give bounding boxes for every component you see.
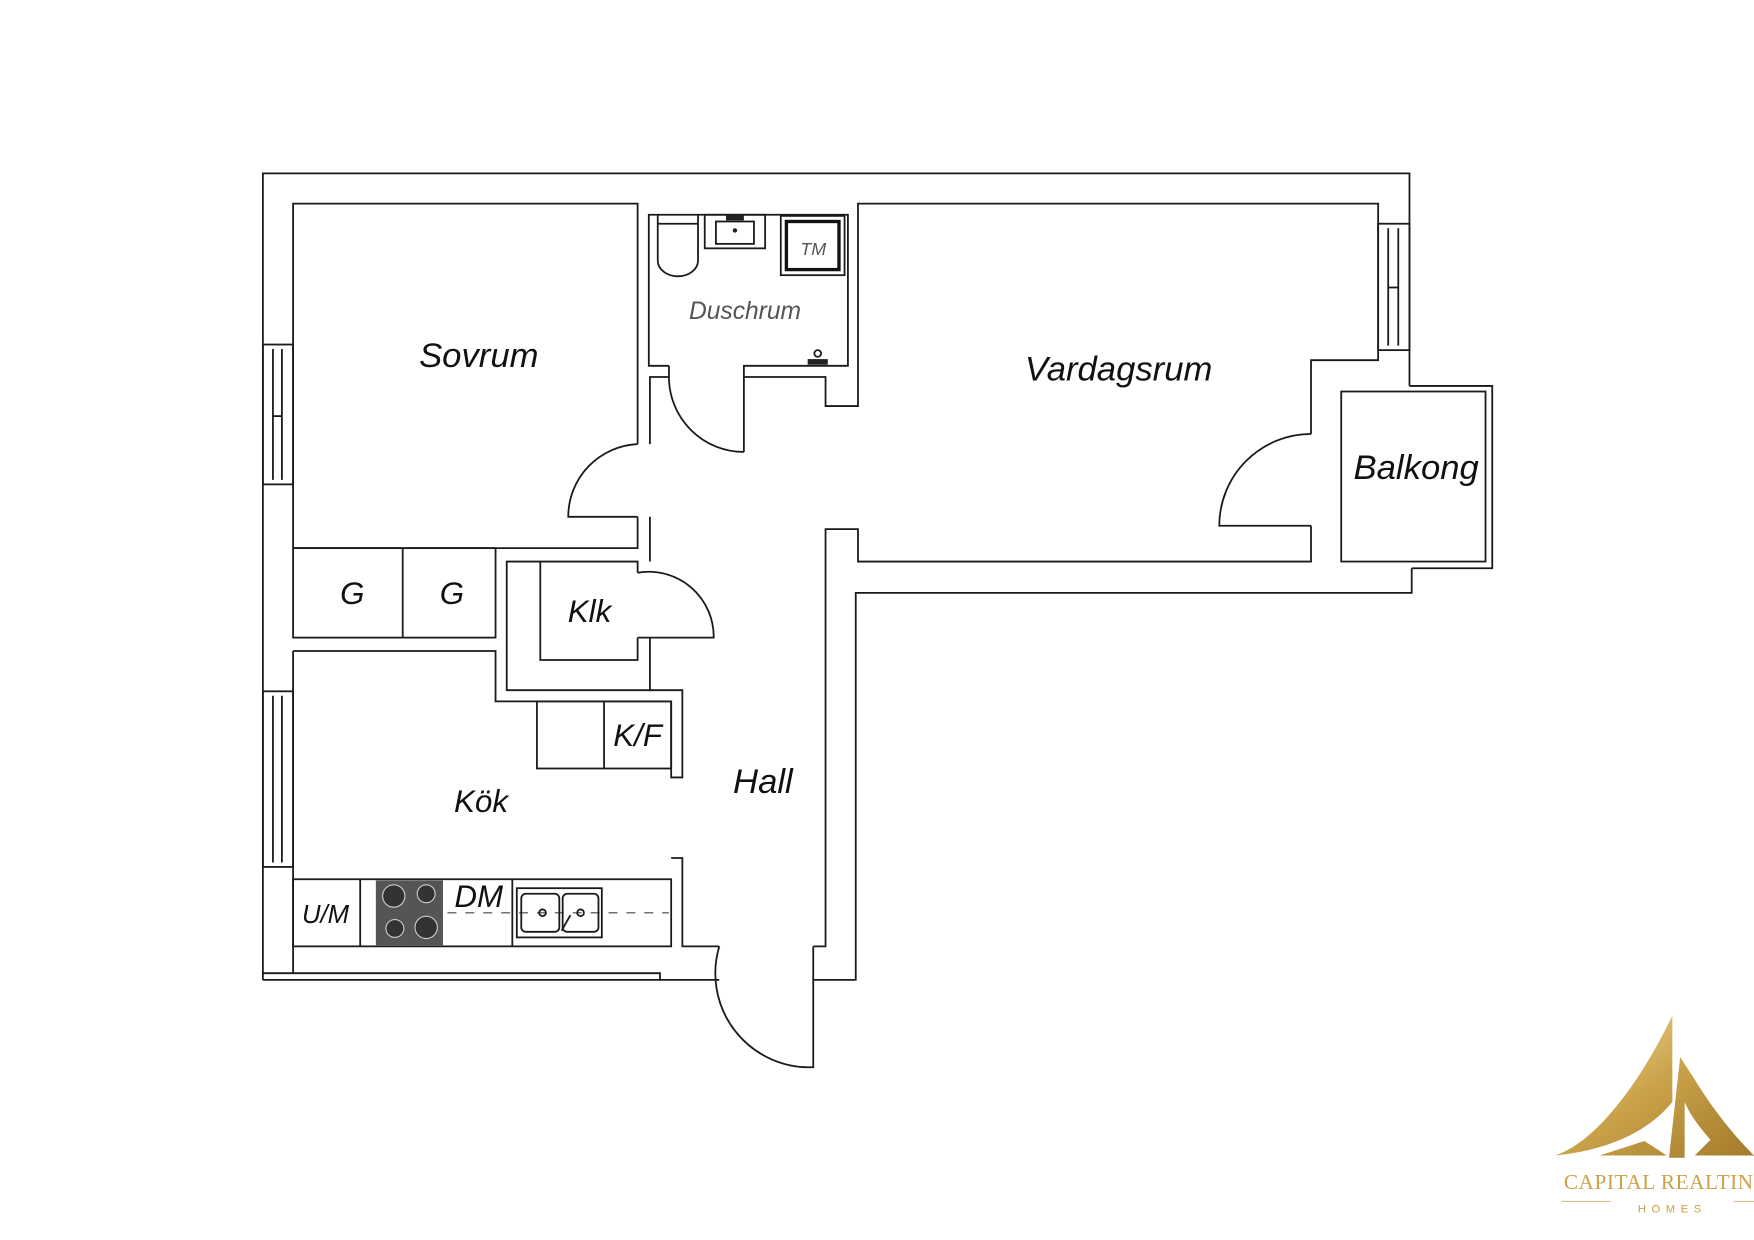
company-logo: CAPITAL REALTIN HOMES xyxy=(1554,1015,1754,1216)
room-label-closet: Klk xyxy=(568,594,613,629)
balcony-door xyxy=(1218,433,1312,527)
label-wardrobe-1: G xyxy=(340,576,364,611)
washing-machine-icon xyxy=(779,215,846,277)
room-label-balcony: Balkong xyxy=(1354,449,1479,487)
room-label-shower-room: Duschrum xyxy=(689,298,801,325)
toilet-icon xyxy=(656,214,699,278)
bedroom-door xyxy=(567,443,638,518)
room-label-living-room: Vardagsrum xyxy=(1025,350,1212,388)
room-label-hall: Hall xyxy=(733,763,794,801)
label-wardrobe-2: G xyxy=(440,576,464,611)
shower-icon xyxy=(807,349,828,365)
room-label-bedroom: Sovrum xyxy=(419,337,538,375)
window xyxy=(261,690,294,868)
label-oven-microwave: U/M xyxy=(302,901,350,929)
closet-door xyxy=(637,570,715,639)
window xyxy=(261,343,294,486)
label-washing-machine: TM xyxy=(800,239,826,259)
logo-name: CAPITAL REALTIN xyxy=(1564,1170,1754,1194)
window xyxy=(1377,222,1411,352)
logo-mountain-icon xyxy=(1554,1015,1754,1158)
logo-subtitle: HOMES xyxy=(1638,1204,1707,1216)
label-fridge-freezer: K/F xyxy=(613,718,664,753)
fixtures xyxy=(375,213,846,946)
room-label-kitchen: Kök xyxy=(454,784,509,819)
walls xyxy=(261,172,1494,981)
stove-icon xyxy=(375,880,443,946)
doors xyxy=(567,376,1312,1069)
kitchen-sink-icon xyxy=(515,887,603,939)
room-labels: Sovrum Duschrum TM Vardagsrum Balkong G … xyxy=(302,239,1479,929)
bathroom-door xyxy=(668,376,744,453)
entrance-door xyxy=(714,946,815,1069)
label-dishwasher: DM xyxy=(454,879,504,914)
